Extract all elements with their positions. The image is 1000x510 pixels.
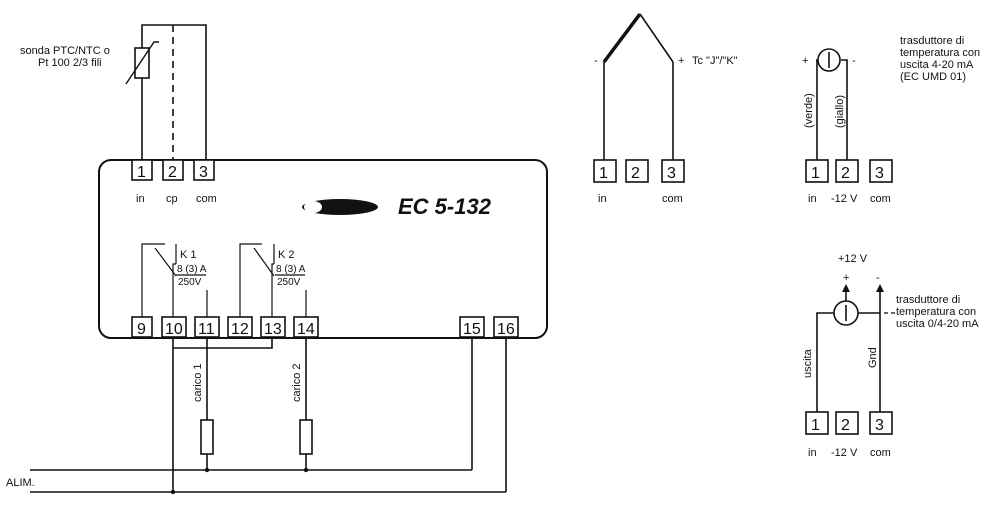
ma-label-in: in: [808, 193, 817, 205]
thermocouple-label: Tc "J"/"K": [692, 55, 738, 67]
thermocouple-minus: -: [594, 55, 598, 67]
svg-text:2: 2: [168, 164, 177, 181]
thermocouple-symbol: [602, 12, 674, 160]
svg-text:2: 2: [631, 165, 640, 182]
transducer-ma-wire-verde: (verde): [803, 93, 815, 128]
tc-label-com: com: [662, 193, 683, 205]
ma-label-com: com: [870, 193, 891, 205]
junction-dot-2: [303, 467, 309, 473]
junction-dot-3: [170, 489, 176, 495]
svg-text:2: 2: [841, 417, 850, 434]
svg-text:16: 16: [497, 321, 515, 338]
v-terminal-1: 1: [805, 411, 829, 435]
bottom-terminal-9: 9: [131, 316, 153, 338]
relay-k1-voltage: 250V: [178, 277, 202, 288]
thermocouple-plus: +: [678, 55, 684, 67]
svg-text:1: 1: [599, 165, 608, 182]
tc-terminal-2: 2: [625, 159, 649, 183]
relay-k2-rating: 8 (3) A: [276, 264, 306, 275]
transducer-ma-symbol: [816, 48, 848, 160]
bottom-terminal-12: 12: [227, 316, 253, 338]
svg-text:15: 15: [463, 321, 481, 338]
top-terminal-2: 2: [162, 159, 184, 181]
relay-common-bridge: [172, 337, 273, 349]
bottom-terminal-14: 14: [293, 316, 319, 338]
v-terminal-2: 2: [835, 411, 859, 435]
relay-k1-contacts: [141, 243, 208, 317]
relay-k1-rating: 8 (3) A: [177, 264, 207, 275]
tc-terminal-3: 3: [661, 159, 685, 183]
relay-k1-name: K 1: [180, 249, 197, 261]
label-com: com: [196, 193, 217, 205]
transducer-v-minus: -: [876, 272, 880, 284]
svg-text:12: 12: [231, 321, 249, 338]
bottom-terminal-11: 11: [194, 316, 220, 338]
load1-symbol: [200, 419, 214, 455]
top-terminal-1: 1: [131, 159, 153, 181]
brand-logo: [302, 199, 378, 215]
transducer-v-plus: +: [843, 272, 849, 284]
bottom-terminal-15: 15: [459, 316, 485, 338]
probe-label-line1: sonda PTC/NTC o: [20, 45, 110, 57]
probe-resistor-symbol: [125, 41, 159, 85]
transducer-ma-label-4: (EC UMD 01): [900, 71, 966, 83]
svg-text:3: 3: [875, 417, 884, 434]
v-label-in: in: [808, 447, 817, 459]
transducer-v-label-1: trasduttore di: [896, 294, 960, 306]
svg-text:14: 14: [297, 321, 315, 338]
transducer-ma-label-1: trasduttore di: [900, 35, 964, 47]
svg-text:3: 3: [667, 165, 676, 182]
load2-symbol: [299, 419, 313, 455]
bottom-terminal-16: 16: [493, 316, 519, 338]
svg-text:1: 1: [811, 417, 820, 434]
svg-text:9: 9: [137, 321, 146, 338]
ma-label-12v: -12 V: [831, 193, 858, 205]
ma-terminal-2: 2: [835, 159, 859, 183]
v-terminal-3: 3: [869, 411, 893, 435]
svg-text:1: 1: [811, 165, 820, 182]
controller-model: EC 5-132: [398, 194, 492, 219]
svg-text:2: 2: [841, 165, 850, 182]
controller-body: [98, 159, 548, 339]
probe-wire-loop: [141, 24, 207, 160]
transducer-ma-plus: +: [802, 55, 808, 67]
bottom-terminal-13: 13: [260, 316, 286, 338]
relay-k2-name: K 2: [278, 249, 295, 261]
transducer-v-wire-gnd: Gnd: [867, 347, 879, 368]
bottom-terminal-10: 10: [161, 316, 187, 338]
transducer-v-wire-uscita: uscita: [802, 348, 814, 378]
transducer-ma-label-3: uscita 4-20 mA: [900, 59, 974, 71]
v-label-com: com: [870, 447, 891, 459]
svg-text:3: 3: [199, 164, 208, 181]
transducer-ma-label-2: temperatura con: [900, 47, 980, 59]
tc-label-in: in: [598, 193, 607, 205]
top-terminal-3: 3: [193, 159, 215, 181]
transducer-ma-minus: -: [852, 55, 856, 67]
junction-dot-1: [204, 467, 210, 473]
svg-text:3: 3: [875, 165, 884, 182]
transducer-v-supply: +12 V: [838, 253, 868, 265]
power-label: ALIM.: [6, 477, 35, 489]
svg-text:13: 13: [264, 321, 282, 338]
svg-text:10: 10: [165, 321, 183, 338]
transducer-v-label-3: uscita 0/4-20 mA: [896, 318, 979, 330]
probe-label-line2: Pt 100 2/3 fili: [38, 57, 102, 69]
label-in: in: [136, 193, 145, 205]
load2-label: carico 2: [291, 363, 303, 402]
relay-k2-voltage: 250V: [277, 277, 301, 288]
load1-label: carico 1: [192, 363, 204, 402]
v-label-12v: -12 V: [831, 447, 858, 459]
ma-terminal-1: 1: [805, 159, 829, 183]
label-cp: cp: [166, 193, 178, 205]
transducer-v-label-2: temperatura con: [896, 306, 976, 318]
tc-terminal-1: 1: [593, 159, 617, 183]
svg-text:1: 1: [137, 164, 146, 181]
svg-text:11: 11: [198, 321, 215, 338]
transducer-v-symbol: [816, 284, 896, 412]
transducer-ma-wire-giallo: (giallo): [834, 95, 846, 128]
ma-terminal-3: 3: [869, 159, 893, 183]
relay-k2-contacts: [239, 243, 307, 317]
